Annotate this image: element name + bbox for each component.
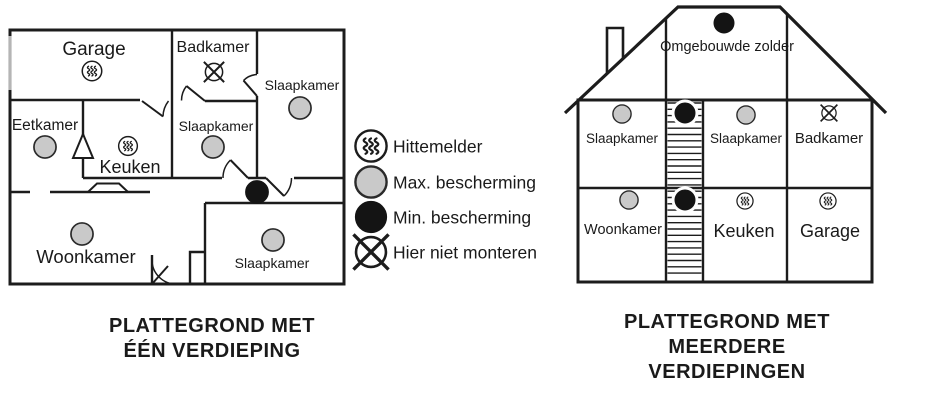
max-protection-icon-woonkamer — [70, 222, 94, 246]
legend-item-hier-niet-monteren: Hier niet monteren — [351, 232, 537, 272]
door-swings — [141, 73, 293, 285]
hall-door-arc — [283, 177, 293, 197]
do-not-mount-icon — [351, 232, 391, 272]
multi-floor-caption-line3: VERDIEPINGEN — [648, 361, 805, 383]
legend-label-min-bescherming: Min. bescherming — [393, 208, 531, 228]
bedroom-right-door-leaf — [242, 79, 258, 97]
min-protection-icon-hallway — [245, 180, 269, 204]
bedroom-middle-door-leaf — [229, 159, 249, 179]
house-body — [576, 98, 874, 284]
do-not-mount-icon-badkamer-2 — [819, 103, 839, 123]
legend-label-hittemelder: Hittemelder — [393, 137, 483, 157]
room-label-woonkamer: Woonkamer — [36, 246, 135, 267]
multi-floor-plan: Omgebouwde zolder Slaapkamer Slaapkamer … — [563, 5, 888, 383]
single-floor-caption-line2: ÉÉN VERDIEPING — [123, 339, 300, 362]
min-protection-icon-stairs-lower — [674, 189, 696, 211]
garage-door-arc — [162, 100, 170, 117]
do-not-mount-icon-badkamer — [202, 60, 226, 84]
room-label-woonkamer-2: Woonkamer — [584, 222, 662, 238]
house-interior-walls — [578, 14, 872, 282]
min-protection-icon-zolder — [713, 12, 735, 34]
multi-floor-caption-line2: MEERDERE — [668, 336, 785, 358]
legend-item-min-bescherming: Min. bescherming — [354, 200, 531, 234]
livingroom-door-leaf — [151, 265, 169, 285]
room-label-slaapkamer-m: Slaapkamer — [710, 131, 783, 146]
single-floor-plan: Garage Badkamer Slaapkamer Slaapkamer Ee… — [8, 28, 346, 362]
bathroom-door-leaf — [185, 85, 206, 102]
heat-detector-icon-garage — [81, 60, 103, 82]
heat-detector-icon-keuken-2 — [736, 192, 754, 210]
max-protection-icon-slaapkamer-1 — [288, 96, 312, 120]
heat-detector-icon-garage-2 — [819, 192, 837, 210]
max-protection-icon-slaapkamer-m — [736, 105, 756, 125]
outer-walls — [8, 28, 346, 286]
room-label-eetkamer: Eetkamer — [12, 117, 78, 134]
room-label-slaapkamer-2: Slaapkamer — [179, 118, 254, 134]
max-protection-icon-slaapkamer-2 — [201, 135, 225, 159]
min-protection-icon — [354, 200, 388, 234]
room-label-badkamer-2: Badkamer — [795, 130, 863, 147]
max-protection-icon-eetkamer — [33, 135, 57, 159]
room-label-badkamer: Badkamer — [177, 39, 251, 56]
single-floor-caption-line1: PLATTEGROND MET — [109, 315, 315, 337]
max-protection-icon-slaapkamer-l — [612, 104, 632, 124]
heat-detector-icon — [354, 129, 388, 163]
room-label-slaapkamer-1: Slaapkamer — [265, 77, 340, 93]
bedroom-right-door-arc — [242, 73, 258, 82]
room-label-slaapkamer-l: Slaapkamer — [586, 131, 659, 146]
max-protection-icon — [354, 165, 388, 199]
room-label-garage: Garage — [62, 39, 125, 60]
room-label-slaapkamer-3: Slaapkamer — [235, 255, 310, 271]
archway-triangle — [71, 131, 95, 159]
bathroom-door-arc — [180, 85, 188, 101]
legend-label-hier-niet-monteren: Hier niet monteren — [393, 243, 537, 263]
room-label-garage-2: Garage — [800, 221, 860, 241]
legend: Hittemelder Max. bescherming Min. besche… — [351, 129, 537, 272]
heat-detector-icon-keuken — [117, 135, 139, 157]
kitchen-threshold — [85, 182, 131, 193]
max-protection-icon-woonkamer-2 — [619, 190, 639, 210]
room-label-keuken: Keuken — [99, 157, 160, 177]
roof — [563, 5, 888, 115]
bedroom-middle-door-arc — [222, 159, 232, 179]
multi-floor-caption-line1: PLATTEGROND MET — [624, 311, 830, 333]
legend-item-hittemelder: Hittemelder — [354, 129, 483, 163]
garage-door-leaf — [141, 100, 164, 118]
legend-item-max-bescherming: Max. bescherming — [354, 165, 536, 199]
hall-door-leaf — [265, 177, 285, 197]
room-label-zolder: Omgebouwde zolder — [660, 39, 794, 55]
room-label-keuken-2: Keuken — [713, 221, 774, 241]
max-protection-icon-slaapkamer-3 — [261, 228, 285, 252]
min-protection-icon-stairs-upper — [674, 102, 696, 124]
legend-label-max-bescherming: Max. bescherming — [393, 173, 536, 193]
